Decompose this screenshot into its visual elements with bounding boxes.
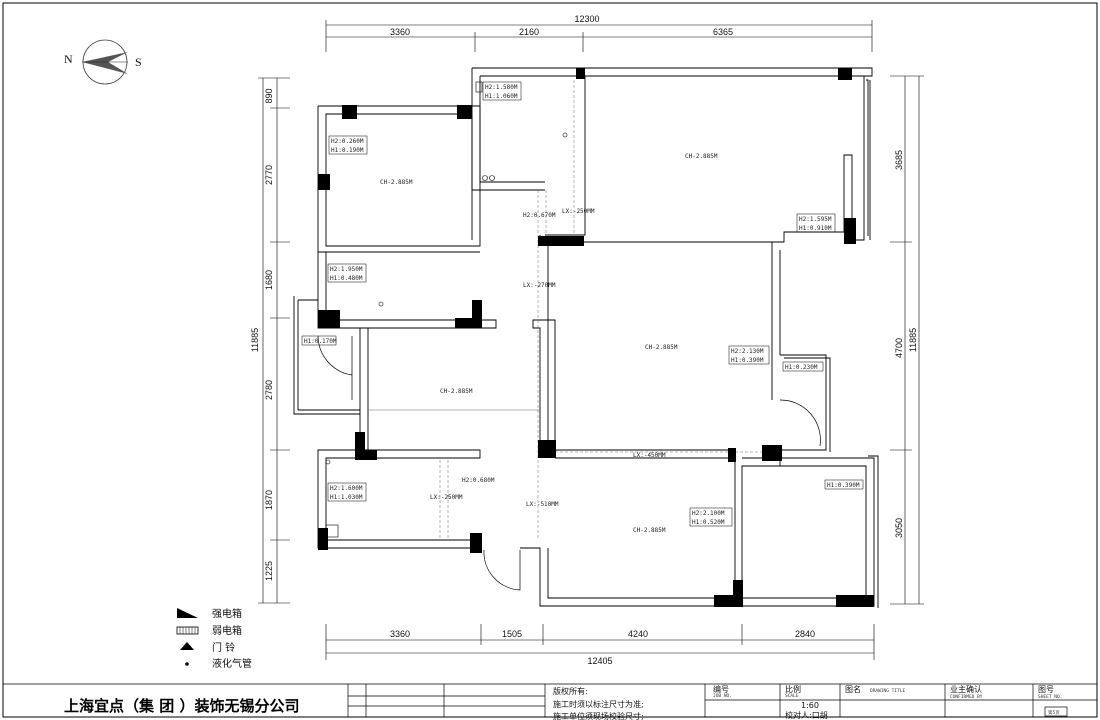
structural-columns (318, 68, 874, 607)
legend-weak-power-label: 弱电箱 (212, 624, 242, 637)
right-dimension-3: 3050 (894, 518, 904, 538)
legend (176, 608, 199, 666)
drawing-no-sub: SHEET NO. (1038, 694, 1062, 700)
drawing-title-header: 图名 (845, 684, 861, 694)
room4-h2-label: H2:1.950M (330, 266, 363, 273)
bottom-dimension-3: 4240 (628, 629, 648, 639)
note-dimension-label: 施工时须以标注尺寸为准; (553, 699, 644, 709)
left-dimension-2: 2770 (264, 165, 274, 185)
drawing-no-header: 图号 (1038, 685, 1054, 694)
room6-lx-label: LX:-250MM (430, 494, 463, 501)
bottom-dimension-2: 1505 (502, 629, 522, 639)
living-h2-label: H2:2.130M (731, 348, 764, 355)
living-h1-label: H1:0.390M (731, 357, 764, 364)
weak-power-box-icon (176, 626, 199, 635)
compass-south-label: S (135, 55, 142, 69)
room5-h1-label: H1:0.170M (304, 338, 337, 345)
right-dimension-lines (890, 75, 924, 605)
room2-h2-label: H2:1.580M (485, 84, 518, 91)
owner-confirm-header: 业主确认 (950, 684, 982, 694)
bottom-dimension-lines (325, 624, 875, 660)
walls (293, 67, 879, 608)
room2-h1-label: H1:1.060M (485, 93, 518, 100)
title-block (3, 683, 1097, 717)
right-total-dimension: 11885 (908, 328, 918, 352)
compass-icon (82, 39, 128, 85)
room3-ceiling-label: CH-2.885M (685, 153, 718, 160)
dining-lx-label: LX:-510MM (526, 501, 559, 508)
gas-pipe-icon (185, 662, 189, 666)
room7-h1-label: H1:0.390M (827, 482, 860, 489)
room6-h2-label: H2:1.600M (330, 485, 363, 492)
bottom-dimension-4: 2840 (795, 629, 815, 639)
right-dimension-2: 4700 (894, 338, 904, 358)
bottom-dimension-1: 3360 (390, 629, 410, 639)
room4-h1-label: H1:0.480M (330, 275, 363, 282)
hall-h2-label: H2:0.670M (523, 212, 556, 219)
left-dimension-1: 890 (264, 88, 274, 103)
copyright-label: 版权所有: (553, 686, 588, 696)
top-dimension-2: 2160 (519, 27, 539, 37)
room1-ceiling-label: CH-2.885M (380, 179, 413, 186)
left-dimension-3: 1680 (264, 270, 274, 290)
scale-value: 1:60 (801, 701, 819, 710)
left-dimension-5: 1870 (264, 490, 274, 510)
right-dimension-1: 3685 (894, 150, 904, 170)
room1-h2-label: H2:0.260M (331, 138, 364, 145)
job-no-sub: JOB NO. (713, 693, 732, 699)
checker-label: 校对人:口胡 (785, 710, 828, 720)
drawing-title-sub: DRAWING TITLE (870, 688, 906, 694)
corridor-h2-label: H2:0.680M (462, 477, 495, 484)
balcony-h1-label: H1:0.230M (785, 364, 818, 371)
living-lx-label: LX:-270MM (523, 282, 556, 289)
top-dimension-lines (325, 20, 873, 52)
legend-doorbell-label: 门 铃 (212, 641, 235, 654)
dining-ceiling-label: CH-2.885M (633, 527, 666, 534)
dining-h2-label: H2:2.100M (692, 510, 725, 517)
compass-north-label: N (64, 52, 73, 66)
room3-h2-label: H2:1.595M (799, 216, 832, 223)
top-dimension-1: 3360 (390, 27, 410, 37)
left-dimension-6: 1225 (264, 561, 274, 581)
left-dimension-4: 2780 (264, 380, 274, 400)
top-dimension-3: 6365 (713, 27, 733, 37)
doorbell-icon (180, 642, 194, 650)
fixtures (325, 81, 568, 538)
legend-gas-pipe-label: 液化气管 (212, 657, 252, 670)
dining-h1-label: H1:0.520M (692, 519, 725, 526)
scale-sub: SCALE (785, 693, 799, 699)
room6-h1-label: H1:1.030M (330, 494, 363, 501)
room3-h1-label: H1:0.910M (799, 225, 832, 232)
room5-ceiling-label: CH-2.885M (440, 388, 473, 395)
legend-strong-power-label: 强电箱 (212, 607, 242, 620)
left-total-dimension: 11885 (250, 328, 260, 352)
strong-power-box-icon (177, 608, 198, 618)
job-no-header: 编号 (713, 684, 729, 694)
door-swings (317, 335, 821, 591)
annotation-boxes (301, 81, 864, 527)
note-verify-label: 施工单位须现场校验尺寸; (553, 711, 644, 720)
bottom-total-dimension: 12405 (587, 656, 612, 666)
page-number: 第5页 (1048, 709, 1060, 716)
room1-h1-label: H1:0.190M (331, 147, 364, 154)
scale-header: 比例 (785, 684, 801, 694)
living-lx450-label: LX:-450MM (633, 452, 666, 459)
company-name: 上海宜点（集 团 ）装饰无锡分公司 (64, 697, 299, 715)
living-ceiling-label: CH-2.885M (645, 344, 678, 351)
dashed-openings (368, 80, 770, 540)
hall-lx-label: LX:-250MM (562, 208, 595, 215)
owner-confirm-sub: CONFIRMED BY (950, 694, 983, 700)
left-dimension-lines (258, 77, 290, 604)
top-total-dimension: 12300 (574, 14, 599, 24)
